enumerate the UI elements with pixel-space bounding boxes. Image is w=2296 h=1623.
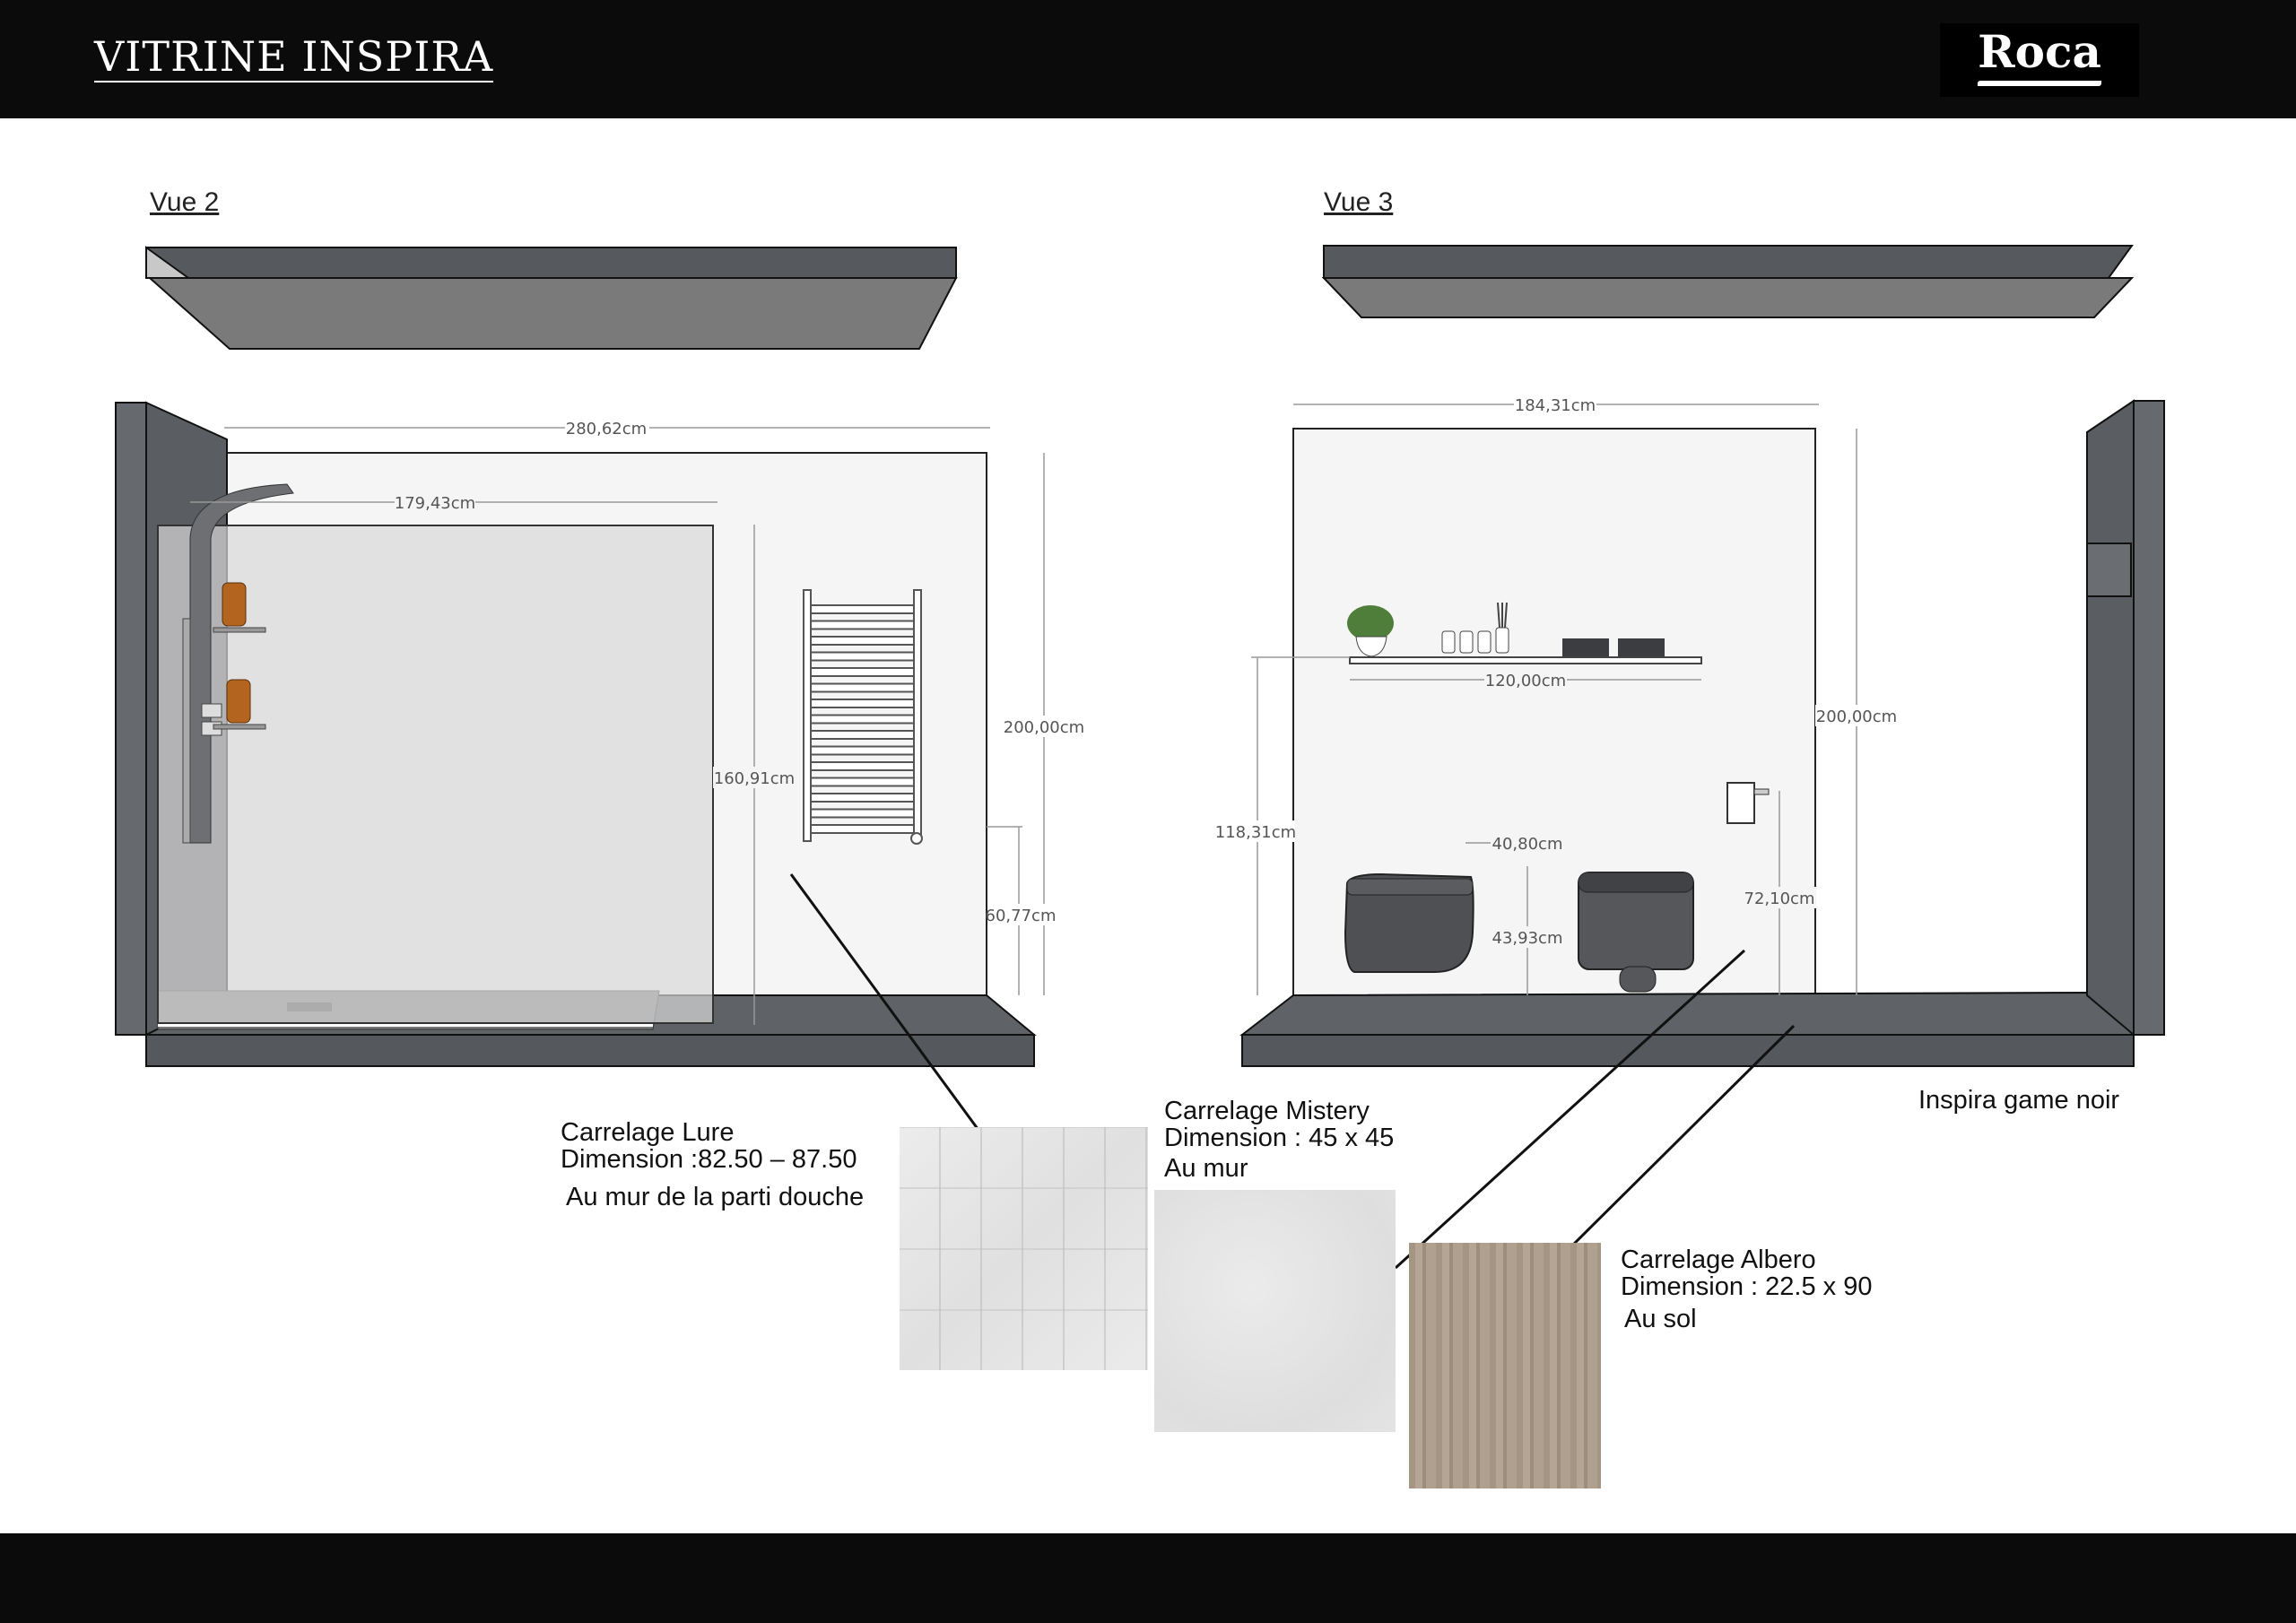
dim-179: 179,43cm (395, 494, 475, 513)
tile-sample-mistery (1154, 1190, 1396, 1432)
radiator-bar (810, 808, 915, 819)
material-lure-label: Carrelage Lure Dimension :82.50 – 87.50 … (561, 1119, 864, 1211)
bottle-icon (1459, 630, 1474, 654)
bottle-icon (1477, 630, 1492, 654)
material-albero-label: Carrelage Albero Dimension : 22.5 x 90 A… (1621, 1246, 1872, 1332)
shower-glass-panel (157, 525, 714, 1024)
material-usage: Au mur (1164, 1154, 1248, 1183)
dim-160: 160,91cm (714, 769, 795, 788)
vue2-ceiling (145, 246, 958, 350)
dim-72: 72,10cm (1744, 890, 1815, 908)
radiator-bar (810, 620, 915, 630)
vue3-floor (1239, 991, 2136, 1067)
material-name: Carrelage Mistery (1164, 1097, 1370, 1125)
roca-logo: Roca (1940, 23, 2139, 97)
leader-line (789, 873, 995, 1150)
dim-120: 120,00cm (1485, 672, 1566, 690)
radiator-bar (810, 682, 915, 693)
page-title: VITRINE INSPIRA (94, 32, 494, 82)
tile-sample-albero (1409, 1243, 1601, 1488)
material-name: Carrelage Lure (561, 1118, 735, 1147)
bidet (1344, 872, 1474, 973)
diffuser-stick (1497, 602, 1500, 629)
material-dimension: Dimension : 45 x 45 (1164, 1124, 1395, 1152)
vue3-drawing: Vue 3 (1215, 187, 2165, 1270)
dim-60: 60,77cm (986, 907, 1057, 925)
plant-icon (1347, 605, 1394, 641)
wall-toilet (1578, 872, 1694, 993)
vue3-right-wall (2086, 399, 2165, 1037)
dim-40: 40,80cm (1492, 835, 1563, 854)
range-caption: Inspira game noir (1918, 1086, 2120, 1115)
soap-dish (1562, 638, 1609, 656)
material-mistery-label: Carrelage Mistery Dimension : 45 x 45 Au… (1164, 1098, 1394, 1182)
radiator-bar (810, 730, 915, 740)
shampoo-bottle-icon (222, 582, 247, 627)
dim-118: 118,31cm (1215, 823, 1296, 842)
radiator-bar (810, 714, 915, 725)
logo-text: Roca (1978, 25, 2101, 78)
material-dimension: Dimension :82.50 – 87.50 (561, 1145, 857, 1174)
toilet-paper-holder (1726, 782, 1770, 824)
radiator-bar (810, 824, 915, 834)
footer-bar (0, 1533, 2296, 1623)
material-usage: Au mur de la parti douche (566, 1183, 865, 1211)
radiator-bar (810, 651, 915, 662)
soap-dish (1618, 638, 1665, 656)
vue3-ceiling (1321, 245, 2135, 318)
radiator-post (913, 589, 922, 842)
logo-wave-icon (1978, 81, 2101, 86)
vue2-label: Vue 2 (150, 187, 219, 217)
diffuser-stick (1504, 602, 1508, 629)
radiator-bar (810, 745, 915, 756)
vue3-dimensions: 184,31cm 120,00cm 200,00cm 118,31cm 40,8… (1215, 394, 1898, 995)
wall-switch (2086, 542, 2132, 597)
material-usage: Au sol (1624, 1305, 1697, 1333)
vue2-drawing: Vue 2 (115, 187, 1085, 1150)
dim-184: 184,31cm (1515, 396, 1596, 415)
dim-280: 280,62cm (566, 420, 647, 438)
dim-43: 43,93cm (1492, 929, 1563, 948)
radiator-bar (810, 793, 915, 803)
radiator-bar (810, 604, 915, 614)
radiator-bar (810, 667, 915, 677)
material-name: Carrelage Albero (1621, 1245, 1816, 1274)
bottle-icon (1441, 630, 1456, 654)
header-bar: VITRINE INSPIRA Roca (0, 0, 2296, 118)
radiator-bar (810, 636, 915, 646)
tile-sample-lure (900, 1127, 1148, 1370)
plant-pot-icon (1355, 636, 1387, 657)
leader-line (1394, 949, 1746, 1270)
radiator-bar (810, 761, 915, 771)
leader-line (1559, 1024, 1796, 1259)
radiator-bar (810, 699, 915, 708)
material-dimension: Dimension : 22.5 x 90 (1621, 1272, 1873, 1301)
bottle-icon (1495, 627, 1509, 654)
radiator-post (803, 589, 812, 842)
radiator-valve (910, 832, 923, 845)
shower-column (182, 483, 294, 844)
radiator-bar (810, 777, 915, 787)
vue3-label: Vue 3 (1324, 187, 1393, 217)
shelf (1347, 602, 1702, 664)
shampoo-bottle-icon (226, 679, 251, 724)
towel-radiator (803, 589, 923, 845)
dim-200-v3: 200,00cm (1816, 707, 1897, 726)
vue2-dimensions: 280,62cm 179,43cm 160,91cm 200,00cm 60,7… (190, 417, 1085, 1025)
dim-200: 200,00cm (1004, 718, 1084, 737)
bottles (1441, 602, 1509, 654)
